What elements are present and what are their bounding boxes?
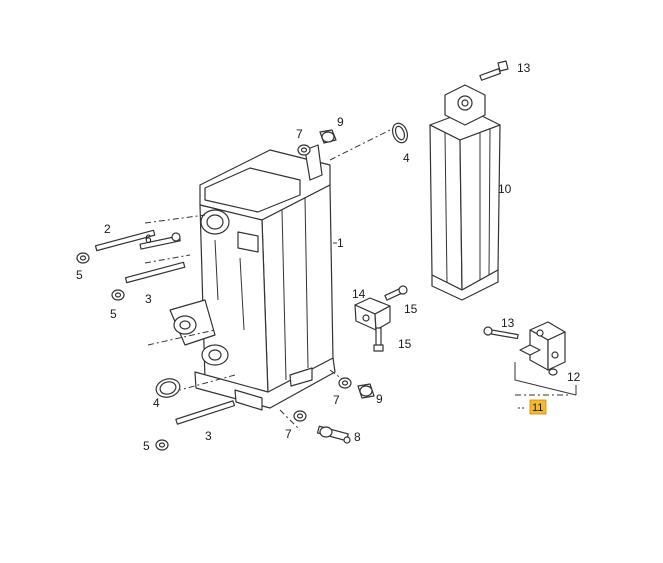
bolt-15-lower[interactable] <box>373 327 384 352</box>
bolt-6[interactable] <box>139 232 181 250</box>
callout-13-top: 13 <box>517 61 531 75</box>
callout-12: 12 <box>567 370 581 384</box>
callout-7-middle: 7 <box>333 393 340 407</box>
block-14[interactable] <box>354 297 391 331</box>
plug-9-lower[interactable] <box>357 383 375 399</box>
callout-2: 2 <box>104 222 111 236</box>
callout-5-lower: 5 <box>143 439 150 453</box>
callout-14: 14 <box>352 287 366 301</box>
callout-10: 10 <box>498 182 512 196</box>
callout-4-bottom: 4 <box>153 396 160 410</box>
sensor-8[interactable] <box>316 425 351 444</box>
washer-7-middle[interactable] <box>338 377 352 389</box>
pin-12[interactable] <box>548 368 558 376</box>
callout-4-top: 4 <box>403 151 410 165</box>
callout-6: 6 <box>145 232 152 246</box>
plug-9-top[interactable] <box>319 129 337 144</box>
callout-8: 8 <box>354 430 361 444</box>
washer-7-lower[interactable] <box>293 410 307 422</box>
callout-15-lower: 15 <box>398 337 412 351</box>
nut-5-lower[interactable] <box>155 439 169 451</box>
washer-7-top[interactable] <box>297 144 311 156</box>
callout-15-upper: 15 <box>404 302 418 316</box>
callout-13-valve: 13 <box>501 316 515 330</box>
callout-11: 11 <box>532 402 543 414</box>
callout-5-middle: 5 <box>110 307 117 321</box>
callout-5-upper: 5 <box>76 268 83 282</box>
callout-7-top: 7 <box>296 127 303 141</box>
bolt-13-top[interactable] <box>479 60 509 81</box>
callout-3-lower: 3 <box>205 429 212 443</box>
o-ring-4-bottom[interactable] <box>154 376 182 400</box>
callout-7-lower: 7 <box>285 427 292 441</box>
callout-11-highlight[interactable]: 11 <box>529 399 547 415</box>
callout-9-lower: 9 <box>376 392 383 406</box>
bolt-13-valve[interactable] <box>483 326 519 340</box>
callout-9-top: 9 <box>337 115 344 129</box>
o-ring-4-top[interactable] <box>390 121 410 145</box>
bolt-15-upper[interactable] <box>384 285 408 301</box>
bolt-2[interactable] <box>94 229 156 252</box>
bolt-3-lower[interactable] <box>175 400 236 425</box>
valve-block-11[interactable] <box>519 321 566 371</box>
nut-5-middle[interactable] <box>111 289 125 301</box>
highlight-box <box>529 399 547 415</box>
callout-1: 1 <box>337 236 344 250</box>
radiator-housing[interactable] <box>169 144 336 411</box>
callout-3-upper: 3 <box>145 292 152 306</box>
cooler-cylinder[interactable] <box>429 84 501 301</box>
bolt-3-upper[interactable] <box>124 261 186 284</box>
nut-5-upper[interactable] <box>76 252 90 264</box>
